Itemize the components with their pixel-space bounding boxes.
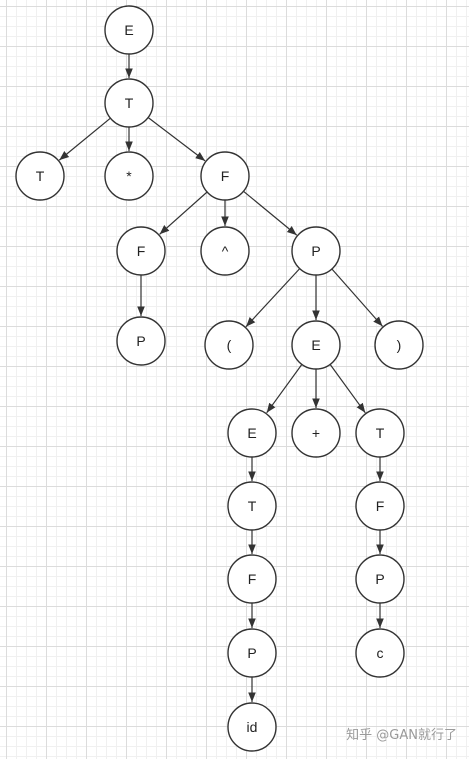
node-circle bbox=[116, 226, 166, 276]
node-circle bbox=[291, 408, 341, 458]
tree-node-n12: ) bbox=[374, 320, 424, 370]
node-circle bbox=[204, 320, 254, 370]
tree-node-n20: P bbox=[227, 628, 277, 678]
tree-node-n2: T bbox=[104, 78, 154, 128]
edge-n8-n10 bbox=[245, 268, 301, 328]
node-circle bbox=[355, 481, 405, 531]
node-circle bbox=[355, 628, 405, 678]
tree-node-n9: P bbox=[116, 316, 166, 366]
tree-node-n13: E bbox=[227, 408, 277, 458]
node-label: T bbox=[248, 498, 257, 514]
node-label: ( bbox=[227, 337, 232, 353]
node-label: F bbox=[137, 243, 146, 259]
node-circle bbox=[15, 151, 65, 201]
tree-node-n7: ^ bbox=[200, 226, 250, 276]
tree-node-n1: E bbox=[104, 5, 154, 55]
tree-node-n21: c bbox=[355, 628, 405, 678]
node-label: F bbox=[221, 168, 230, 184]
node-label: T bbox=[36, 168, 45, 184]
node-circle bbox=[104, 78, 154, 128]
node-label: T bbox=[125, 95, 134, 111]
node-label: P bbox=[375, 571, 384, 587]
tree-node-n22: id bbox=[227, 702, 277, 752]
tree-node-n19: P bbox=[355, 554, 405, 604]
node-circle bbox=[227, 628, 277, 678]
node-circle bbox=[291, 226, 341, 276]
tree-node-n16: T bbox=[227, 481, 277, 531]
node-circle bbox=[374, 320, 424, 370]
edge-n2-n5 bbox=[147, 117, 206, 162]
node-label: E bbox=[124, 22, 133, 38]
node-label: F bbox=[376, 498, 385, 514]
node-circle bbox=[227, 702, 277, 752]
edge-n2-n3 bbox=[58, 117, 111, 161]
node-circle bbox=[355, 408, 405, 458]
tree-node-n5: F bbox=[200, 151, 250, 201]
tree-node-n6: F bbox=[116, 226, 166, 276]
tree-node-n14: + bbox=[291, 408, 341, 458]
node-label: + bbox=[312, 425, 320, 441]
node-circle bbox=[227, 408, 277, 458]
watermark: 知乎 @GAN就行了 bbox=[346, 728, 457, 743]
tree-node-n17: F bbox=[355, 481, 405, 531]
edge-n5-n6 bbox=[159, 191, 208, 235]
node-label: F bbox=[248, 571, 257, 587]
tree-node-n4: * bbox=[104, 151, 154, 201]
node-label: P bbox=[247, 645, 256, 661]
edge-n8-n12 bbox=[331, 268, 383, 327]
tree-node-n15: T bbox=[355, 408, 405, 458]
node-label: ) bbox=[397, 337, 402, 353]
node-circle bbox=[104, 5, 154, 55]
node-label: P bbox=[311, 243, 320, 259]
tree-node-n10: ( bbox=[204, 320, 254, 370]
node-label: T bbox=[376, 425, 385, 441]
node-circle bbox=[116, 316, 166, 366]
node-label: c bbox=[377, 645, 384, 661]
node-circle bbox=[200, 151, 250, 201]
tree-node-n3: T bbox=[15, 151, 65, 201]
node-label: E bbox=[311, 337, 320, 353]
edge-n5-n8 bbox=[243, 190, 298, 236]
tree-node-n8: P bbox=[291, 226, 341, 276]
node-circle bbox=[227, 554, 277, 604]
node-label: ^ bbox=[222, 243, 229, 259]
tree-node-n11: E bbox=[291, 320, 341, 370]
node-label: E bbox=[247, 425, 256, 441]
node-circle bbox=[355, 554, 405, 604]
node-circle bbox=[227, 481, 277, 531]
node-label: P bbox=[136, 333, 145, 349]
node-label: * bbox=[126, 168, 132, 184]
node-circle bbox=[104, 151, 154, 201]
edges-layer bbox=[58, 54, 384, 702]
edge-n11-n13 bbox=[266, 364, 303, 414]
edge-n11-n15 bbox=[329, 364, 366, 414]
tree-node-n18: F bbox=[227, 554, 277, 604]
node-label: id bbox=[247, 719, 258, 735]
node-circle bbox=[291, 320, 341, 370]
node-circle bbox=[200, 226, 250, 276]
